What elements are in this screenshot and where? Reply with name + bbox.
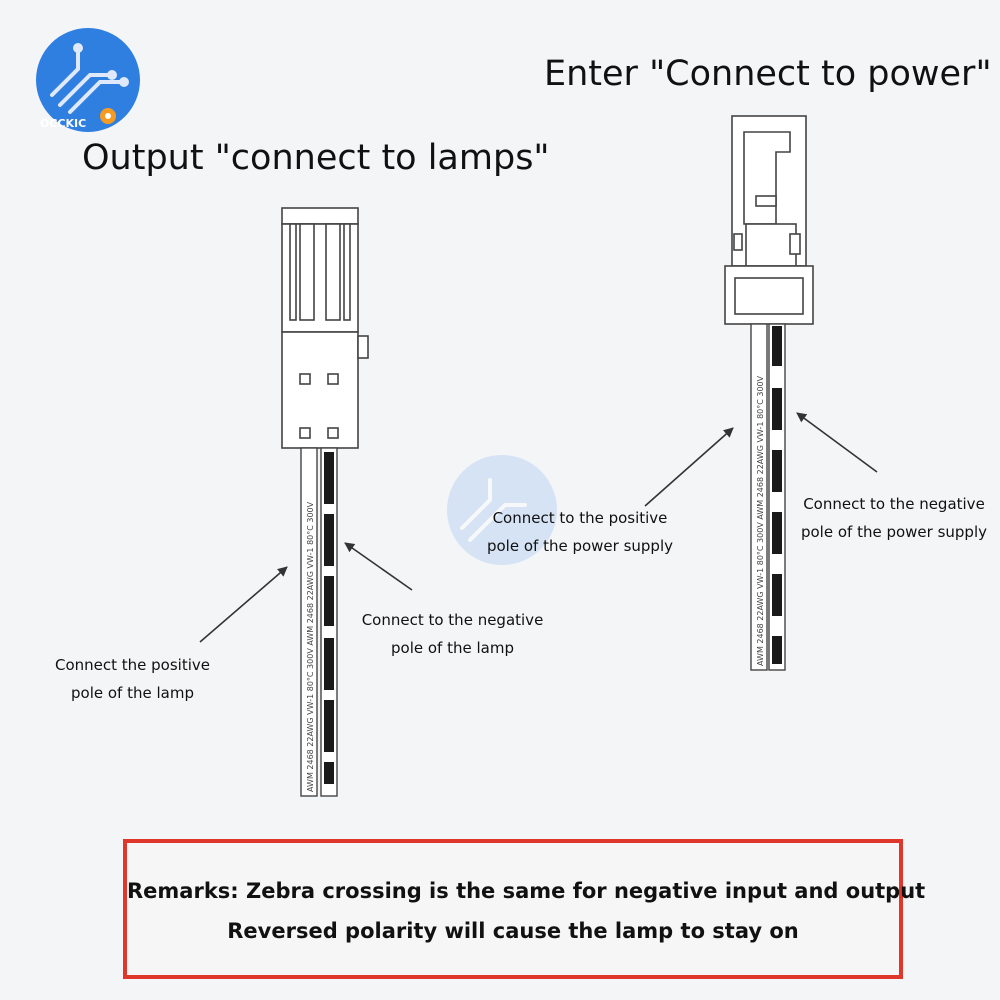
output-negative-label: Connect to the negative pole of the lamp	[350, 606, 555, 662]
input-zebra-stripes	[772, 326, 782, 664]
output-connector	[281, 207, 369, 449]
output-wires	[300, 447, 338, 797]
input-negative-wire	[768, 323, 786, 671]
output-title: Output "connect to lamps"	[82, 138, 550, 178]
input-positive-arrow	[644, 427, 734, 507]
output-negative-arrow	[344, 542, 413, 591]
input-positive-label-line2: pole of the power supply	[486, 537, 673, 555]
output-negative-label-line2: pole of the lamp	[391, 639, 514, 657]
output-positive-label-line1: Connect the positive	[54, 656, 210, 674]
input-negative-label-line2: pole of the power supply	[800, 523, 987, 541]
brand-logo	[36, 28, 140, 132]
input-wire-print: AWM 2468 22AWG VW-1 80°C 300V AWM 2468 2…	[756, 375, 765, 666]
watermark-logo	[447, 455, 557, 565]
output-positive-label-line2: pole of the lamp	[71, 684, 194, 702]
input-wires	[750, 323, 786, 671]
input-negative-label: Connect to the negative pole of the powe…	[792, 490, 996, 546]
logo-text: OCCKIC	[40, 117, 86, 130]
output-zebra-stripes	[324, 452, 334, 784]
output-positive-wire	[300, 447, 318, 797]
input-negative-label-line1: Connect to the negative	[803, 495, 985, 513]
remarks-line-2: Reversed polarity will cause the lamp to…	[227, 919, 799, 943]
input-connector	[724, 115, 814, 325]
output-negative-label-line1: Connect to the negative	[361, 611, 544, 629]
input-title: Enter "Connect to power"	[544, 54, 992, 94]
input-positive-wire	[750, 323, 768, 671]
input-negative-arrow	[796, 412, 878, 473]
input-positive-label-line1: Connect to the positive	[492, 509, 668, 527]
output-positive-arrow	[199, 566, 288, 643]
output-wire-print: AWM 2468 22AWG VW-1 80°C 300V AWM 2468 2…	[306, 501, 315, 792]
input-positive-label: Connect to the positive pole of the powe…	[470, 504, 690, 560]
remarks-line-1: Remarks: Zebra crossing is the same for …	[127, 879, 926, 903]
output-positive-label: Connect the positive pole of the lamp	[40, 651, 225, 707]
remarks-box: Remarks: Zebra crossing is the same for …	[123, 839, 926, 979]
